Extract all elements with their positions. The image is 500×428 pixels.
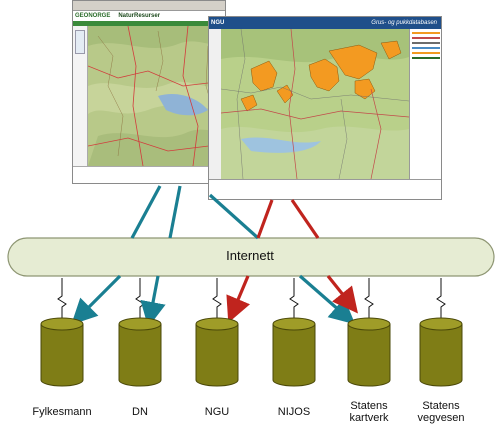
- legend-swatch: [412, 57, 440, 59]
- database-fylkesmann: [40, 317, 84, 387]
- arrow-blue-to-kartverk: [298, 274, 356, 325]
- overview-map: [75, 30, 85, 54]
- status-area: [73, 166, 225, 183]
- label-vegvesen: Statens vegvesen: [417, 400, 465, 424]
- legend-swatch: [412, 52, 440, 54]
- legend-swatch: [412, 37, 440, 39]
- label-kartverk: Statens kartverk: [349, 400, 389, 424]
- connector-vegvesen: [436, 278, 446, 322]
- arrow-blue-upper-2: [168, 185, 182, 239]
- connector-kartverk: [364, 278, 374, 322]
- map-view[interactable]: [88, 26, 225, 166]
- database-kartverk: [347, 317, 391, 387]
- legend-swatch: [412, 42, 440, 44]
- legend-panel: [409, 29, 441, 179]
- connector-fylkesmann: [57, 278, 67, 322]
- connector-nijos: [289, 278, 299, 322]
- connector-dn: [135, 278, 145, 322]
- arrow-blue-to-fylkesmann: [71, 274, 122, 325]
- database-dn: [118, 317, 162, 387]
- arrow-red-to-ngu: [226, 275, 251, 323]
- screenshot-ngu: NGU Grus- og pukkdatabasen: [208, 16, 442, 200]
- app-header: NGU Grus- og pukkdatabasen: [209, 17, 441, 29]
- internet-label: Internett: [226, 248, 274, 263]
- label-ngu: NGU: [204, 406, 230, 418]
- arrow-red-to-kartverk: [326, 275, 358, 314]
- app-title: NaturResurser: [118, 12, 161, 19]
- app-subtitle: Grus- og pukkdatabasen: [371, 20, 437, 26]
- arrow-blue-upper-1: [130, 185, 162, 239]
- arrow-red-upper-2: [290, 199, 320, 239]
- menu-bar: [73, 21, 225, 26]
- database-ngu: [195, 317, 239, 387]
- map-view[interactable]: [221, 29, 409, 179]
- label-nijos: NIJOS: [277, 406, 311, 418]
- tool-panel: [73, 26, 88, 166]
- arrow-blue-upper-3: [208, 193, 260, 240]
- database-nijos: [272, 317, 316, 387]
- legend-swatch: [412, 47, 440, 49]
- screenshot-naturressurser: GEONORGE NaturResurser: [72, 0, 226, 184]
- label-dn: DN: [132, 406, 148, 418]
- database-vegvesen: [419, 317, 463, 387]
- label-fylkesmann: Fylkesmann: [32, 406, 92, 418]
- browser-toolbar: [73, 1, 225, 11]
- arrow-red-upper-1: [256, 199, 274, 239]
- status-area: [209, 179, 441, 199]
- connector-ngu: [212, 278, 222, 322]
- connector-lines: [57, 278, 446, 322]
- legend-swatch: [412, 32, 440, 34]
- logo: NGU: [211, 20, 225, 26]
- internet-cloud: [7, 237, 495, 277]
- logo: GEONORGE: [75, 12, 111, 19]
- arrow-blue-to-dn: [140, 275, 166, 328]
- app-header: GEONORGE NaturResurser: [73, 11, 225, 21]
